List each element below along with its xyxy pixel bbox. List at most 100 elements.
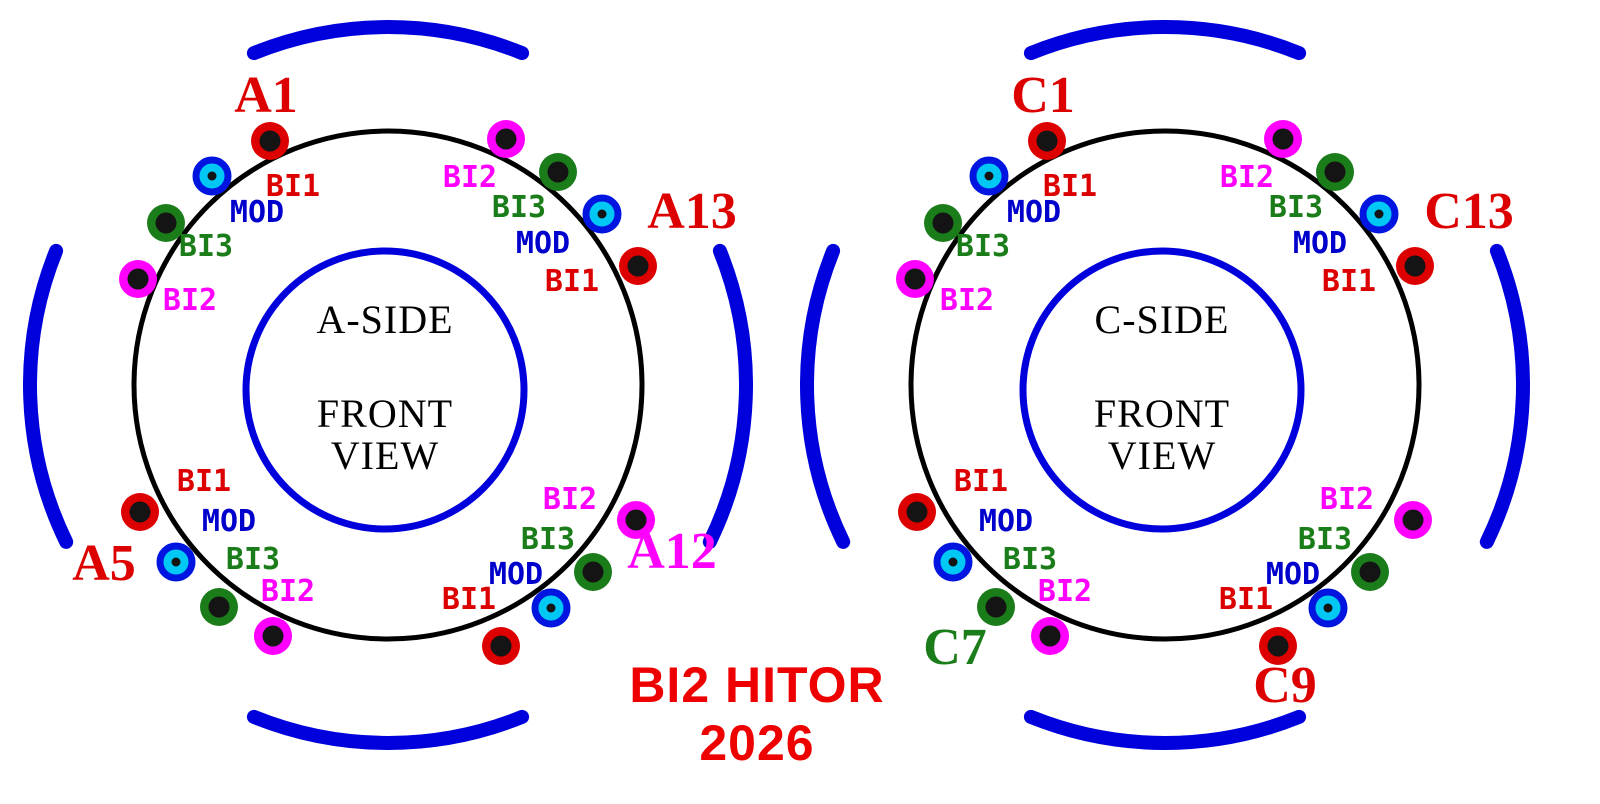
mod-dot-core xyxy=(597,209,607,219)
dot-bi3-lower-right-A xyxy=(574,553,612,591)
bi2-dot-core xyxy=(127,268,149,290)
dot-bi1-upper-right-A xyxy=(619,247,657,285)
side-C-group: C-SIDEFRONTVIEWBI1MODBI3BI2BI2BI3MODBI1B… xyxy=(800,20,1530,750)
arc-left-C xyxy=(800,243,851,549)
dot-bi2-upper-left-C xyxy=(896,260,934,298)
mod-dot-core xyxy=(207,171,217,181)
dot-bi3-upper-right-C xyxy=(1316,153,1354,191)
bi1-dot-core xyxy=(259,130,281,152)
legend-label-mod-lower-right-C: MOD xyxy=(1266,557,1320,592)
dot-bi3-upper-left-C xyxy=(924,204,962,242)
legend-label-bi3-upper-right-A: BI3 xyxy=(492,190,546,225)
outer-wheel-circle-A xyxy=(131,128,645,642)
dot-bi2-upper-right-A xyxy=(487,120,525,158)
main-title-line2: 2026 xyxy=(699,715,814,771)
legend-label-bi2-upper-right-C: BI2 xyxy=(1220,160,1274,195)
dot-mod-upper-right-A xyxy=(582,194,622,234)
view-label-view-C: VIEW xyxy=(1108,433,1216,478)
legend-label-bi3-upper-left-A: BI3 xyxy=(179,229,233,264)
corner-label-A1: A1 xyxy=(234,67,298,124)
dot-bi2-lower-right-C xyxy=(1394,501,1432,539)
dot-bi3-upper-right-A xyxy=(539,153,577,191)
mod-dot-core xyxy=(984,171,994,181)
inner-beam-pipe-circle-A xyxy=(242,247,528,533)
bi2-dot-core xyxy=(1272,128,1294,150)
bi1-dot-core xyxy=(1404,255,1426,277)
side-title-A: A-SIDE xyxy=(316,297,453,342)
dot-mod-lower-right-C xyxy=(1308,588,1348,628)
legend-label-bi3-upper-left-C: BI3 xyxy=(956,229,1010,264)
bi2-dot-core xyxy=(495,128,517,150)
legend-label-mod-upper-right-A: MOD xyxy=(516,226,570,261)
legend-label-bi1-upper-left-C: BI1 xyxy=(1043,169,1097,204)
dot-bi2-lower-left-C xyxy=(1031,617,1069,655)
bi2-dot-core xyxy=(904,268,926,290)
bi2-dot-core xyxy=(1402,509,1424,531)
legend-label-bi3-lower-left-A: BI3 xyxy=(226,542,280,577)
dot-bi3-upper-left-A xyxy=(147,204,185,242)
legend-label-bi2-lower-right-A: BI2 xyxy=(543,482,597,517)
legend-label-bi1-upper-right-C: BI1 xyxy=(1322,264,1376,299)
legend-label-bi2-lower-right-C: BI2 xyxy=(1320,482,1374,517)
dot-bi1-upper-right-C xyxy=(1396,247,1434,285)
legend-label-bi2-lower-left-A: BI2 xyxy=(261,574,315,609)
bi3-dot-core xyxy=(985,596,1007,618)
legend-label-bi3-lower-right-A: BI3 xyxy=(521,522,575,557)
bi3-dot-core xyxy=(932,212,954,234)
arc-right-C xyxy=(1479,243,1530,549)
bi2-dot-core xyxy=(625,509,647,531)
legend-label-mod-upper-right-C: MOD xyxy=(1293,226,1347,261)
legend-label-bi3-upper-right-C: BI3 xyxy=(1269,190,1323,225)
legend-label-mod-upper-left-C: MOD xyxy=(1007,195,1061,230)
bi1-dot-core xyxy=(1267,635,1289,657)
inner-beam-pipe-circle-C xyxy=(1019,247,1305,533)
bi3-dot-core xyxy=(582,561,604,583)
dot-bi2-lower-left-A xyxy=(254,617,292,655)
mod-dot-core xyxy=(546,603,556,613)
corner-label-C1: C1 xyxy=(1011,67,1075,124)
legend-label-bi1-lower-left-C: BI1 xyxy=(954,464,1008,499)
dot-bi1-lower-left-A xyxy=(121,493,159,531)
legend-label-bi2-lower-left-C: BI2 xyxy=(1038,574,1092,609)
arc-left-A xyxy=(23,243,74,549)
bi2-dot-core xyxy=(262,625,284,647)
bi3-dot-core xyxy=(208,596,230,618)
dot-bi2-lower-right-A xyxy=(617,501,655,539)
legend-label-bi1-lower-right-A: BI1 xyxy=(442,582,496,617)
dot-bi1-upper-left-A xyxy=(251,122,289,160)
arc-top-C xyxy=(1023,20,1307,61)
corner-label-C13: C13 xyxy=(1424,183,1514,240)
legend-label-mod-lower-left-A: MOD xyxy=(202,504,256,539)
dot-mod-upper-left-C xyxy=(969,156,1009,196)
corner-label-C9: C9 xyxy=(1253,657,1317,714)
dot-bi3-lower-right-C xyxy=(1351,553,1389,591)
dot-bi3-lower-left-C xyxy=(977,588,1015,626)
dot-bi3-lower-left-A xyxy=(200,588,238,626)
dot-bi2-upper-left-A xyxy=(119,260,157,298)
legend-label-bi1-upper-right-A: BI1 xyxy=(545,264,599,299)
legend-label-mod-upper-left-A: MOD xyxy=(230,195,284,230)
legend-label-bi1-upper-left-A: BI1 xyxy=(266,169,320,204)
dot-mod-upper-left-A xyxy=(192,156,232,196)
corner-label-A13: A13 xyxy=(647,183,737,240)
bi2-dot-core xyxy=(1039,625,1061,647)
view-label-front-A: FRONT xyxy=(317,391,453,436)
legend-label-bi1-lower-right-C: BI1 xyxy=(1219,582,1273,617)
dot-bi1-upper-left-C xyxy=(1028,122,1066,160)
bi3-dot-core xyxy=(547,161,569,183)
main-title-line1: BI2 HITOR xyxy=(629,657,884,713)
view-label-view-A: VIEW xyxy=(331,433,439,478)
bi1-dot-core xyxy=(906,501,928,523)
bi3-dot-core xyxy=(1324,161,1346,183)
legend-label-bi2-upper-left-C: BI2 xyxy=(940,283,994,318)
bi1-dot-core xyxy=(490,635,512,657)
dot-mod-upper-right-C xyxy=(1359,194,1399,234)
legend-label-bi2-upper-left-A: BI2 xyxy=(163,283,217,318)
side-A-group: A-SIDEFRONTVIEWBI1MODBI3BI2BI2BI3MODBI1B… xyxy=(23,20,753,750)
bi1-dot-core xyxy=(1036,130,1058,152)
dot-mod-lower-left-C xyxy=(933,542,973,582)
bi1-dot-core xyxy=(129,501,151,523)
corner-label-C7: C7 xyxy=(923,619,987,676)
